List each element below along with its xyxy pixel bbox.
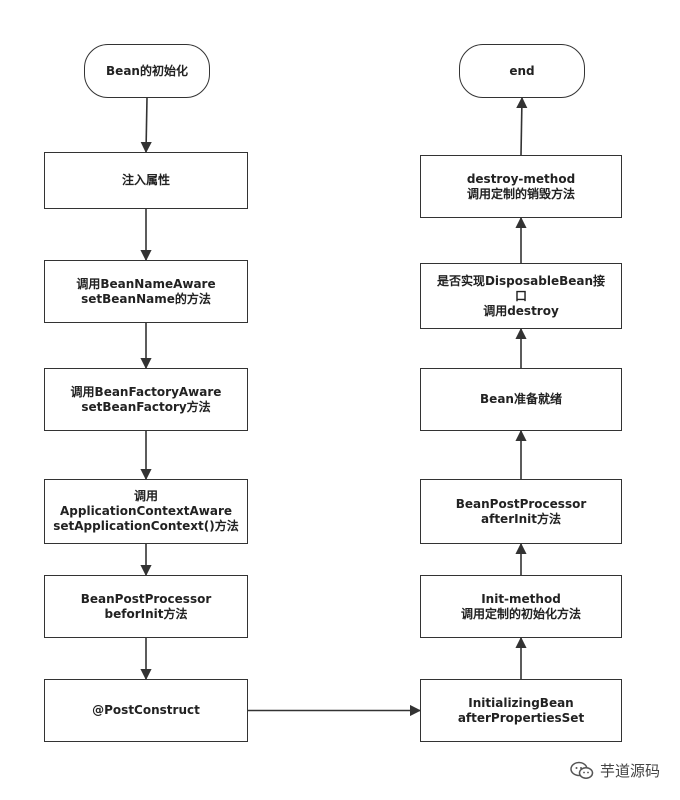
disposable-bean-step: 是否实现DisposableBean接口调用destroy — [420, 263, 622, 329]
node-label-line: BeanPostProcessor — [80, 591, 212, 606]
node-label-line: setBeanName的方法 — [81, 291, 211, 306]
node-label-line: 调用定制的初始化方法 — [460, 606, 581, 621]
node-label-line: setBeanFactory方法 — [81, 399, 211, 414]
node-label-line: afterPropertiesSet — [457, 710, 585, 725]
node-label-line: destroy-method — [466, 171, 576, 186]
node-label-line: BeanPostProcessor — [455, 496, 587, 511]
node-label-line: ApplicationContextAware — [59, 504, 232, 518]
wechat-icon — [570, 761, 594, 779]
node-label-line: 调用 — [133, 489, 158, 503]
node-label-line: 调用定制的销毁方法 — [466, 186, 575, 201]
start-terminal: Bean的初始化 — [84, 44, 210, 98]
watermark-text: 芋道源码 — [600, 762, 661, 780]
inject-properties-step: 注入属性 — [44, 152, 248, 209]
post-construct-step: @PostConstruct — [44, 679, 248, 742]
node-label-line: 口 — [514, 288, 527, 303]
node-label-line: 是否实现DisposableBean接 — [436, 273, 606, 288]
node-label-line: 调用BeanFactoryAware — [70, 384, 222, 399]
arrow-start-to-inject — [140, 97, 152, 154]
node-label-line: end — [509, 63, 535, 78]
arrow-destroy_method-to-end — [516, 96, 528, 156]
node-label-line: Bean准备就绪 — [480, 392, 562, 406]
node-label-line: afterInit方法 — [481, 511, 561, 526]
node-label-line: 调用destroy — [483, 303, 559, 318]
node-label-line: Init-method — [481, 591, 561, 606]
bean-ready-step: Bean准备就绪 — [420, 368, 622, 431]
node-label-line: 调用BeanNameAware — [76, 276, 216, 291]
node-label-line: Bean的初始化 — [106, 63, 188, 78]
node-label-line: InitializingBean — [468, 695, 574, 710]
node-label-line: 注入属性 — [121, 173, 170, 187]
end-terminal: end — [459, 44, 585, 98]
node-label-line: beforInit方法 — [104, 606, 188, 621]
watermark: 芋道源码 — [570, 760, 660, 781]
node-label-line: setApplicationContext()方法 — [53, 519, 239, 533]
node-label-line: @PostConstruct — [92, 703, 200, 717]
